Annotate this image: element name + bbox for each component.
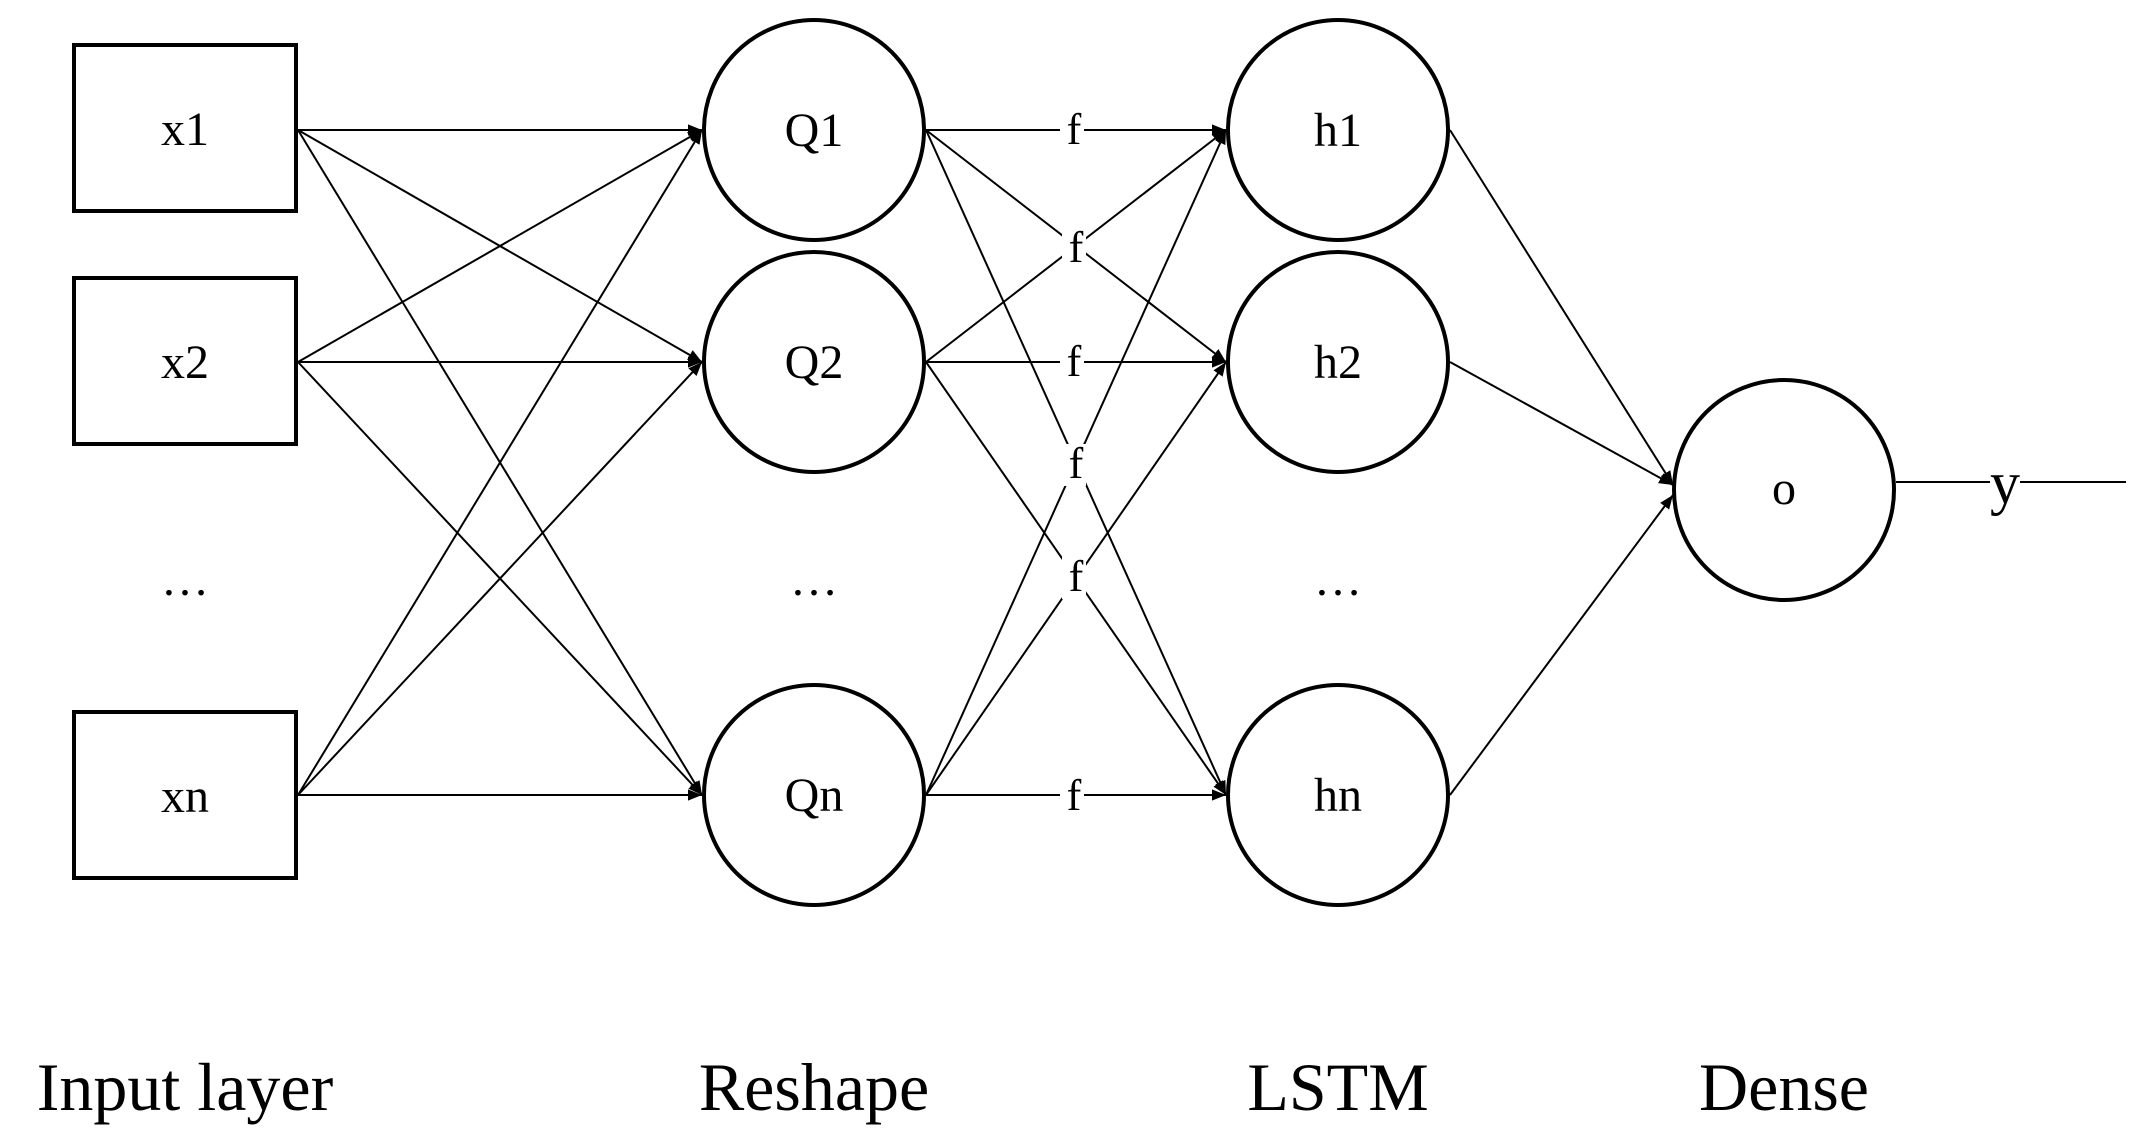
layer-label-reshape: Reshape (699, 1049, 929, 1125)
layer-label-input: Input layer (37, 1049, 334, 1125)
layer-label-dense: Dense (1699, 1049, 1869, 1125)
edges-lstm-to-dense (1449, 129, 1674, 796)
f-label-cross-lower: f (1069, 552, 1084, 601)
reshape-ellipsis: … (790, 553, 838, 606)
input-node-xn: xn (72, 710, 298, 880)
f-label-q2-h2: f (1067, 337, 1082, 386)
output-label: y (1990, 450, 2020, 516)
input-node-x2-label: x2 (161, 336, 209, 389)
input-node-x1-label: x1 (161, 103, 209, 156)
dense-node-o-label: o (1772, 462, 1796, 515)
input-layer-nodes: x1 x2 … xn (72, 43, 298, 880)
input-node-xn-label: xn (161, 770, 209, 823)
lstm-node-h2: h2 (1226, 250, 1450, 474)
layer-labels: Input layer Reshape LSTM Dense (37, 1049, 1869, 1125)
dense-node-o: o (1672, 378, 1896, 602)
edges-input-to-reshape (297, 124, 703, 801)
reshape-node-qn-label: Qn (785, 769, 844, 822)
lstm-layer-nodes: h1 h2 … hn (1226, 18, 1450, 907)
lstm-node-h2-label: h2 (1314, 336, 1362, 389)
lstm-node-h1-label: h1 (1314, 104, 1362, 157)
f-label-q1-h1: f (1067, 105, 1082, 154)
layer-label-lstm: LSTM (1247, 1049, 1428, 1125)
f-label-cross-upper: f (1069, 223, 1084, 272)
edge-x2-q1 (297, 129, 703, 363)
output: y (1896, 450, 2126, 516)
reshape-node-q2-label: Q2 (785, 336, 844, 389)
lstm-node-hn: hn (1226, 683, 1450, 907)
lstm-node-hn-label: hn (1314, 769, 1362, 822)
edge-xn-q1 (297, 129, 703, 796)
edge-labels: f f f f f f (1060, 105, 1086, 820)
edge-h1-o (1449, 129, 1674, 486)
lstm-ellipsis: … (1314, 553, 1362, 606)
reshape-node-q1-label: Q1 (785, 104, 844, 157)
lstm-node-h1: h1 (1226, 18, 1450, 242)
f-label-qn-hn: f (1067, 771, 1082, 820)
reshape-layer-nodes: Q1 Q2 … Qn (702, 18, 926, 907)
input-ellipsis: … (161, 553, 209, 606)
edge-h2-o (1449, 361, 1674, 486)
edge-xn-q2 (297, 361, 703, 796)
reshape-node-q2: Q2 (702, 250, 926, 474)
f-label-cross-middle: f (1069, 439, 1084, 488)
input-node-x1: x1 (72, 43, 298, 213)
reshape-node-qn: Qn (702, 683, 926, 907)
reshape-node-q1: Q1 (702, 18, 926, 242)
edge-hn-o (1449, 494, 1674, 796)
dense-layer-nodes: o (1672, 378, 1896, 602)
input-node-x2: x2 (72, 276, 298, 446)
